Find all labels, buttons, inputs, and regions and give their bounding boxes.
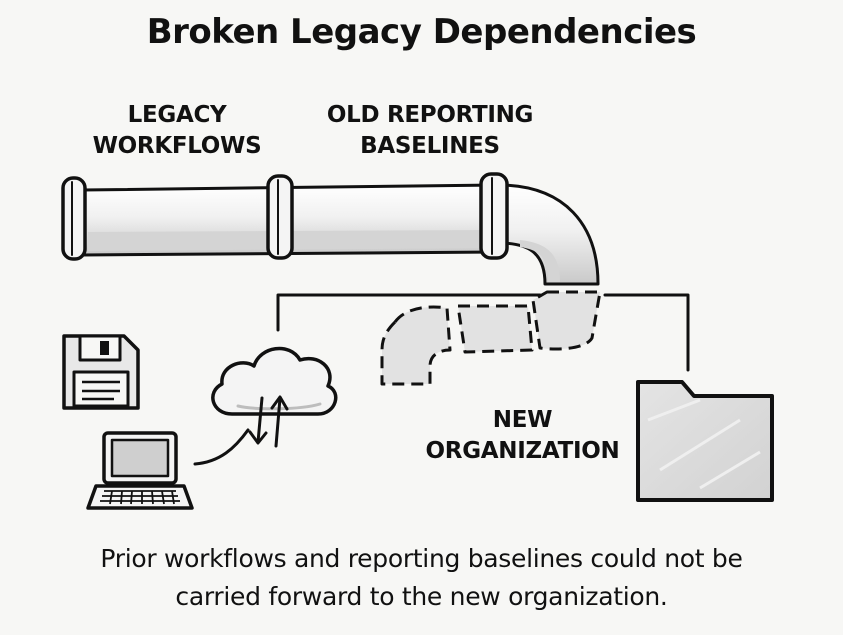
connector-laptop-cloud: [193, 428, 250, 466]
sync-arrows: [248, 395, 289, 448]
broken-pipe-segments: [380, 290, 602, 386]
new-organization-label-line-1: NEW: [492, 407, 553, 433]
old-reporting-baselines-label: OLD REPORTING BASELINES: [310, 100, 550, 162]
folder-icon: [636, 380, 774, 502]
laptop-icon: [86, 431, 194, 510]
new-organization-label-line-2: ORGANIZATION: [425, 438, 620, 464]
caption-line-1: Prior workflows and reporting baselines …: [100, 544, 743, 573]
old-reporting-label-line-2: BASELINES: [360, 133, 500, 159]
pipe-flange-middle: [266, 174, 294, 260]
cloud-sync-icon: [211, 346, 338, 448]
broken-segment-middle: [456, 304, 534, 354]
diagram-title: Broken Legacy Dependencies: [146, 12, 697, 52]
broken-segment-elbow: [531, 290, 602, 351]
pipe-icon: [61, 172, 600, 286]
floppy-disk-icon: [62, 334, 140, 410]
diagram-caption: Prior workflows and reporting baselines …: [0, 540, 843, 616]
caption-line-2: carried forward to the new organization.: [175, 582, 668, 611]
legacy-workflows-label-line-1: LEGACY: [127, 102, 227, 128]
connector-right-bracket: [603, 293, 690, 372]
pipe-elbow-shading: [520, 240, 560, 282]
cloud-shape: [211, 346, 338, 416]
broken-segment-end: [380, 305, 452, 386]
legacy-workflows-label-line-2: WORKFLOWS: [92, 133, 262, 159]
legacy-workflows-label: LEGACY WORKFLOWS: [72, 100, 282, 162]
new-organization-label: NEW ORGANIZATION: [405, 405, 640, 467]
pipe-flange-right: [479, 172, 509, 260]
connector-left-bracket: [276, 293, 542, 332]
old-reporting-label-line-1: OLD REPORTING: [326, 102, 534, 128]
connector-lines: [193, 293, 690, 466]
pipe-flange-left: [61, 176, 87, 261]
